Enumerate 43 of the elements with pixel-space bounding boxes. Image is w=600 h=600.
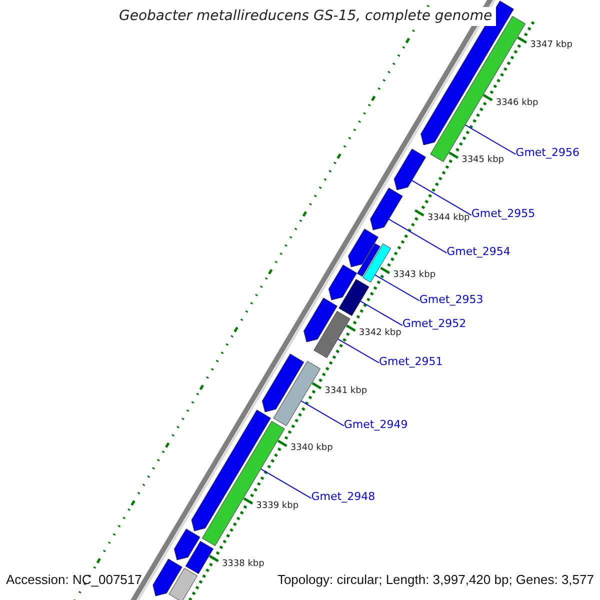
scale-label: 3347 kbp — [530, 41, 572, 51]
scale-label: 3341 kbp — [324, 386, 368, 397]
gene-segment — [152, 558, 182, 596]
scale-label: 3345 kbp — [462, 156, 504, 166]
gene-segment — [262, 354, 304, 412]
gene-label: Gmet_2949 — [344, 418, 408, 431]
gene-label: Gmet_2948 — [311, 491, 376, 504]
scale-label: 3342 kbp — [358, 329, 402, 339]
gene-segment — [168, 568, 198, 600]
gene-segment — [304, 298, 338, 342]
gene-label: Gmet_2952 — [402, 318, 466, 331]
scale-label: 3344 kbp — [427, 214, 470, 224]
scale-label: 3340 kbp — [290, 444, 333, 454]
gene-segment — [356, 243, 380, 277]
leader-line — [464, 124, 516, 155]
gene-segment — [314, 310, 350, 358]
scale-label: 3338 kbp — [222, 560, 264, 570]
scale-label: 3343 kbp — [393, 271, 436, 282]
leader-line — [360, 300, 403, 326]
leader-line — [388, 218, 448, 254]
gene-segment — [328, 264, 358, 300]
gene-segment — [338, 278, 370, 316]
gene-segment — [174, 528, 200, 560]
gene-label: Gmet_2955 — [471, 208, 536, 220]
gene-segment — [362, 243, 392, 283]
gene-segment — [273, 360, 321, 426]
leader-line — [338, 338, 380, 364]
genome-summary-text: Topology: circular; Length: 3,997,420 bp; Genes: 3,577 — [277, 573, 594, 588]
scale-label: 3339 kbp — [256, 502, 299, 512]
gene-label: Gmet_2954 — [446, 246, 510, 258]
leader-line — [260, 468, 312, 499]
gene-label: Gmet_2956 — [516, 147, 580, 160]
leader-line — [300, 400, 344, 426]
gene-segment — [348, 228, 378, 268]
gene-label: Gmet_2951 — [378, 356, 443, 368]
gene-segment — [394, 148, 426, 190]
scale-label: 3346 kbp — [496, 98, 538, 109]
gene-segment — [185, 540, 214, 574]
gene-segment — [370, 188, 403, 230]
gene-label: Gmet_2953 — [419, 294, 484, 306]
accession-text: Accession: NC_007517 — [6, 573, 142, 588]
leader-line — [374, 274, 420, 302]
leader-line — [411, 180, 472, 216]
